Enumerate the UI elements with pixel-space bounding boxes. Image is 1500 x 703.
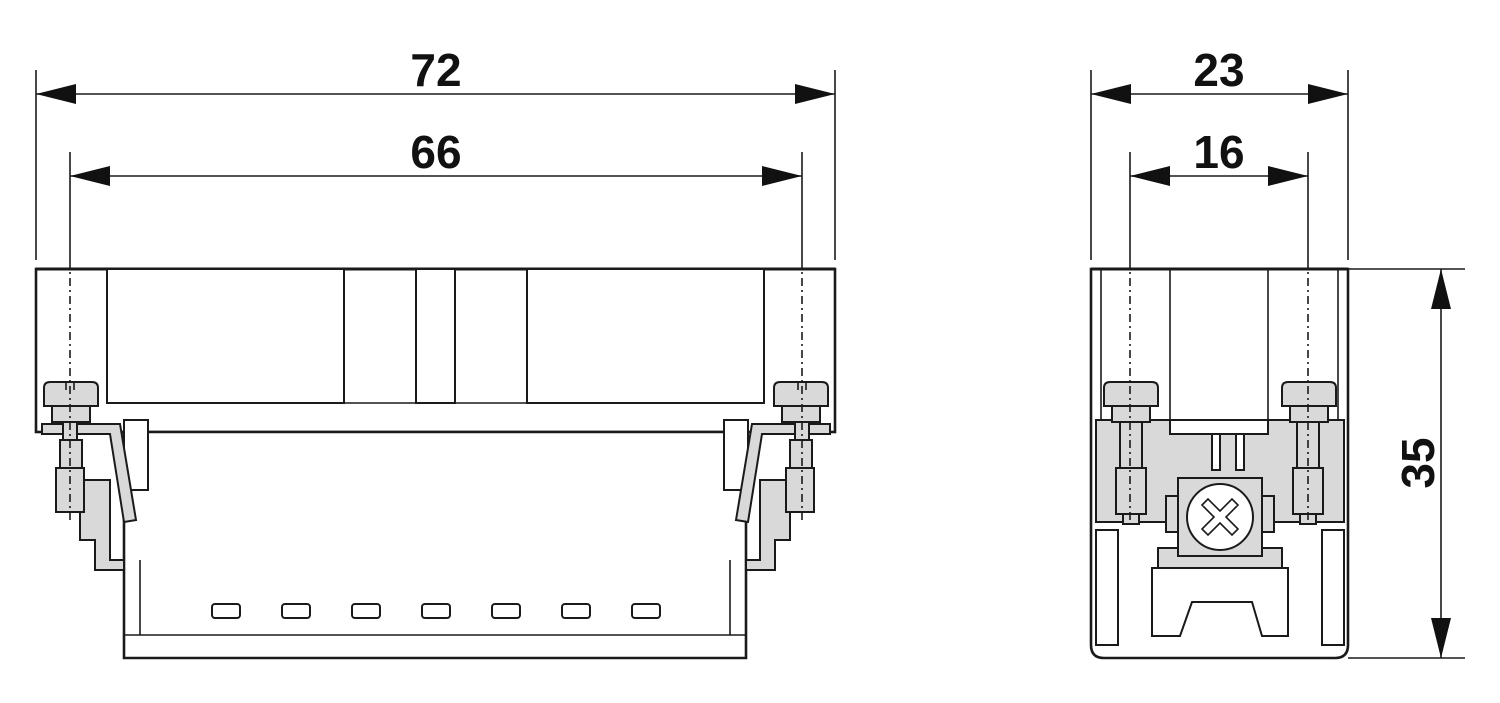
dimension-72: 72 <box>36 44 835 104</box>
contact-slot <box>351 603 381 619</box>
contact-slot <box>281 603 311 619</box>
dimension-16: 16 <box>1130 126 1308 186</box>
contact-slot <box>561 603 591 619</box>
contact-slot <box>421 603 451 619</box>
contact-slot <box>631 603 661 619</box>
side-center-screw <box>1165 477 1275 557</box>
dimension-66: 66 <box>70 126 802 186</box>
contact-slots <box>211 603 661 619</box>
dimension-23: 23 <box>1091 44 1348 104</box>
dim-label-35: 35 <box>1392 437 1444 488</box>
dimension-35: 35 <box>1348 268 1465 659</box>
side-right-screw <box>1281 381 1337 525</box>
front-right-screw <box>773 381 829 423</box>
front-left-screw <box>43 381 99 423</box>
dim-label-23: 23 <box>1193 44 1244 96</box>
side-left-screw <box>1103 381 1159 525</box>
dim-label-72: 72 <box>410 44 461 96</box>
contact-slot <box>491 603 521 619</box>
front-left-latch <box>41 419 149 571</box>
front-window-left <box>106 268 345 404</box>
dim-label-16: 16 <box>1193 126 1244 178</box>
contact-slot <box>211 603 241 619</box>
side-view: 23 16 35 <box>1089 44 1465 660</box>
front-window-right <box>526 268 765 404</box>
front-view: 72 66 <box>34 44 837 660</box>
cross-screw-icon <box>1200 497 1240 537</box>
dim-label-66: 66 <box>410 126 461 178</box>
side-foot <box>1151 567 1289 637</box>
front-slot-center <box>415 268 456 404</box>
front-insert-body <box>122 430 748 660</box>
